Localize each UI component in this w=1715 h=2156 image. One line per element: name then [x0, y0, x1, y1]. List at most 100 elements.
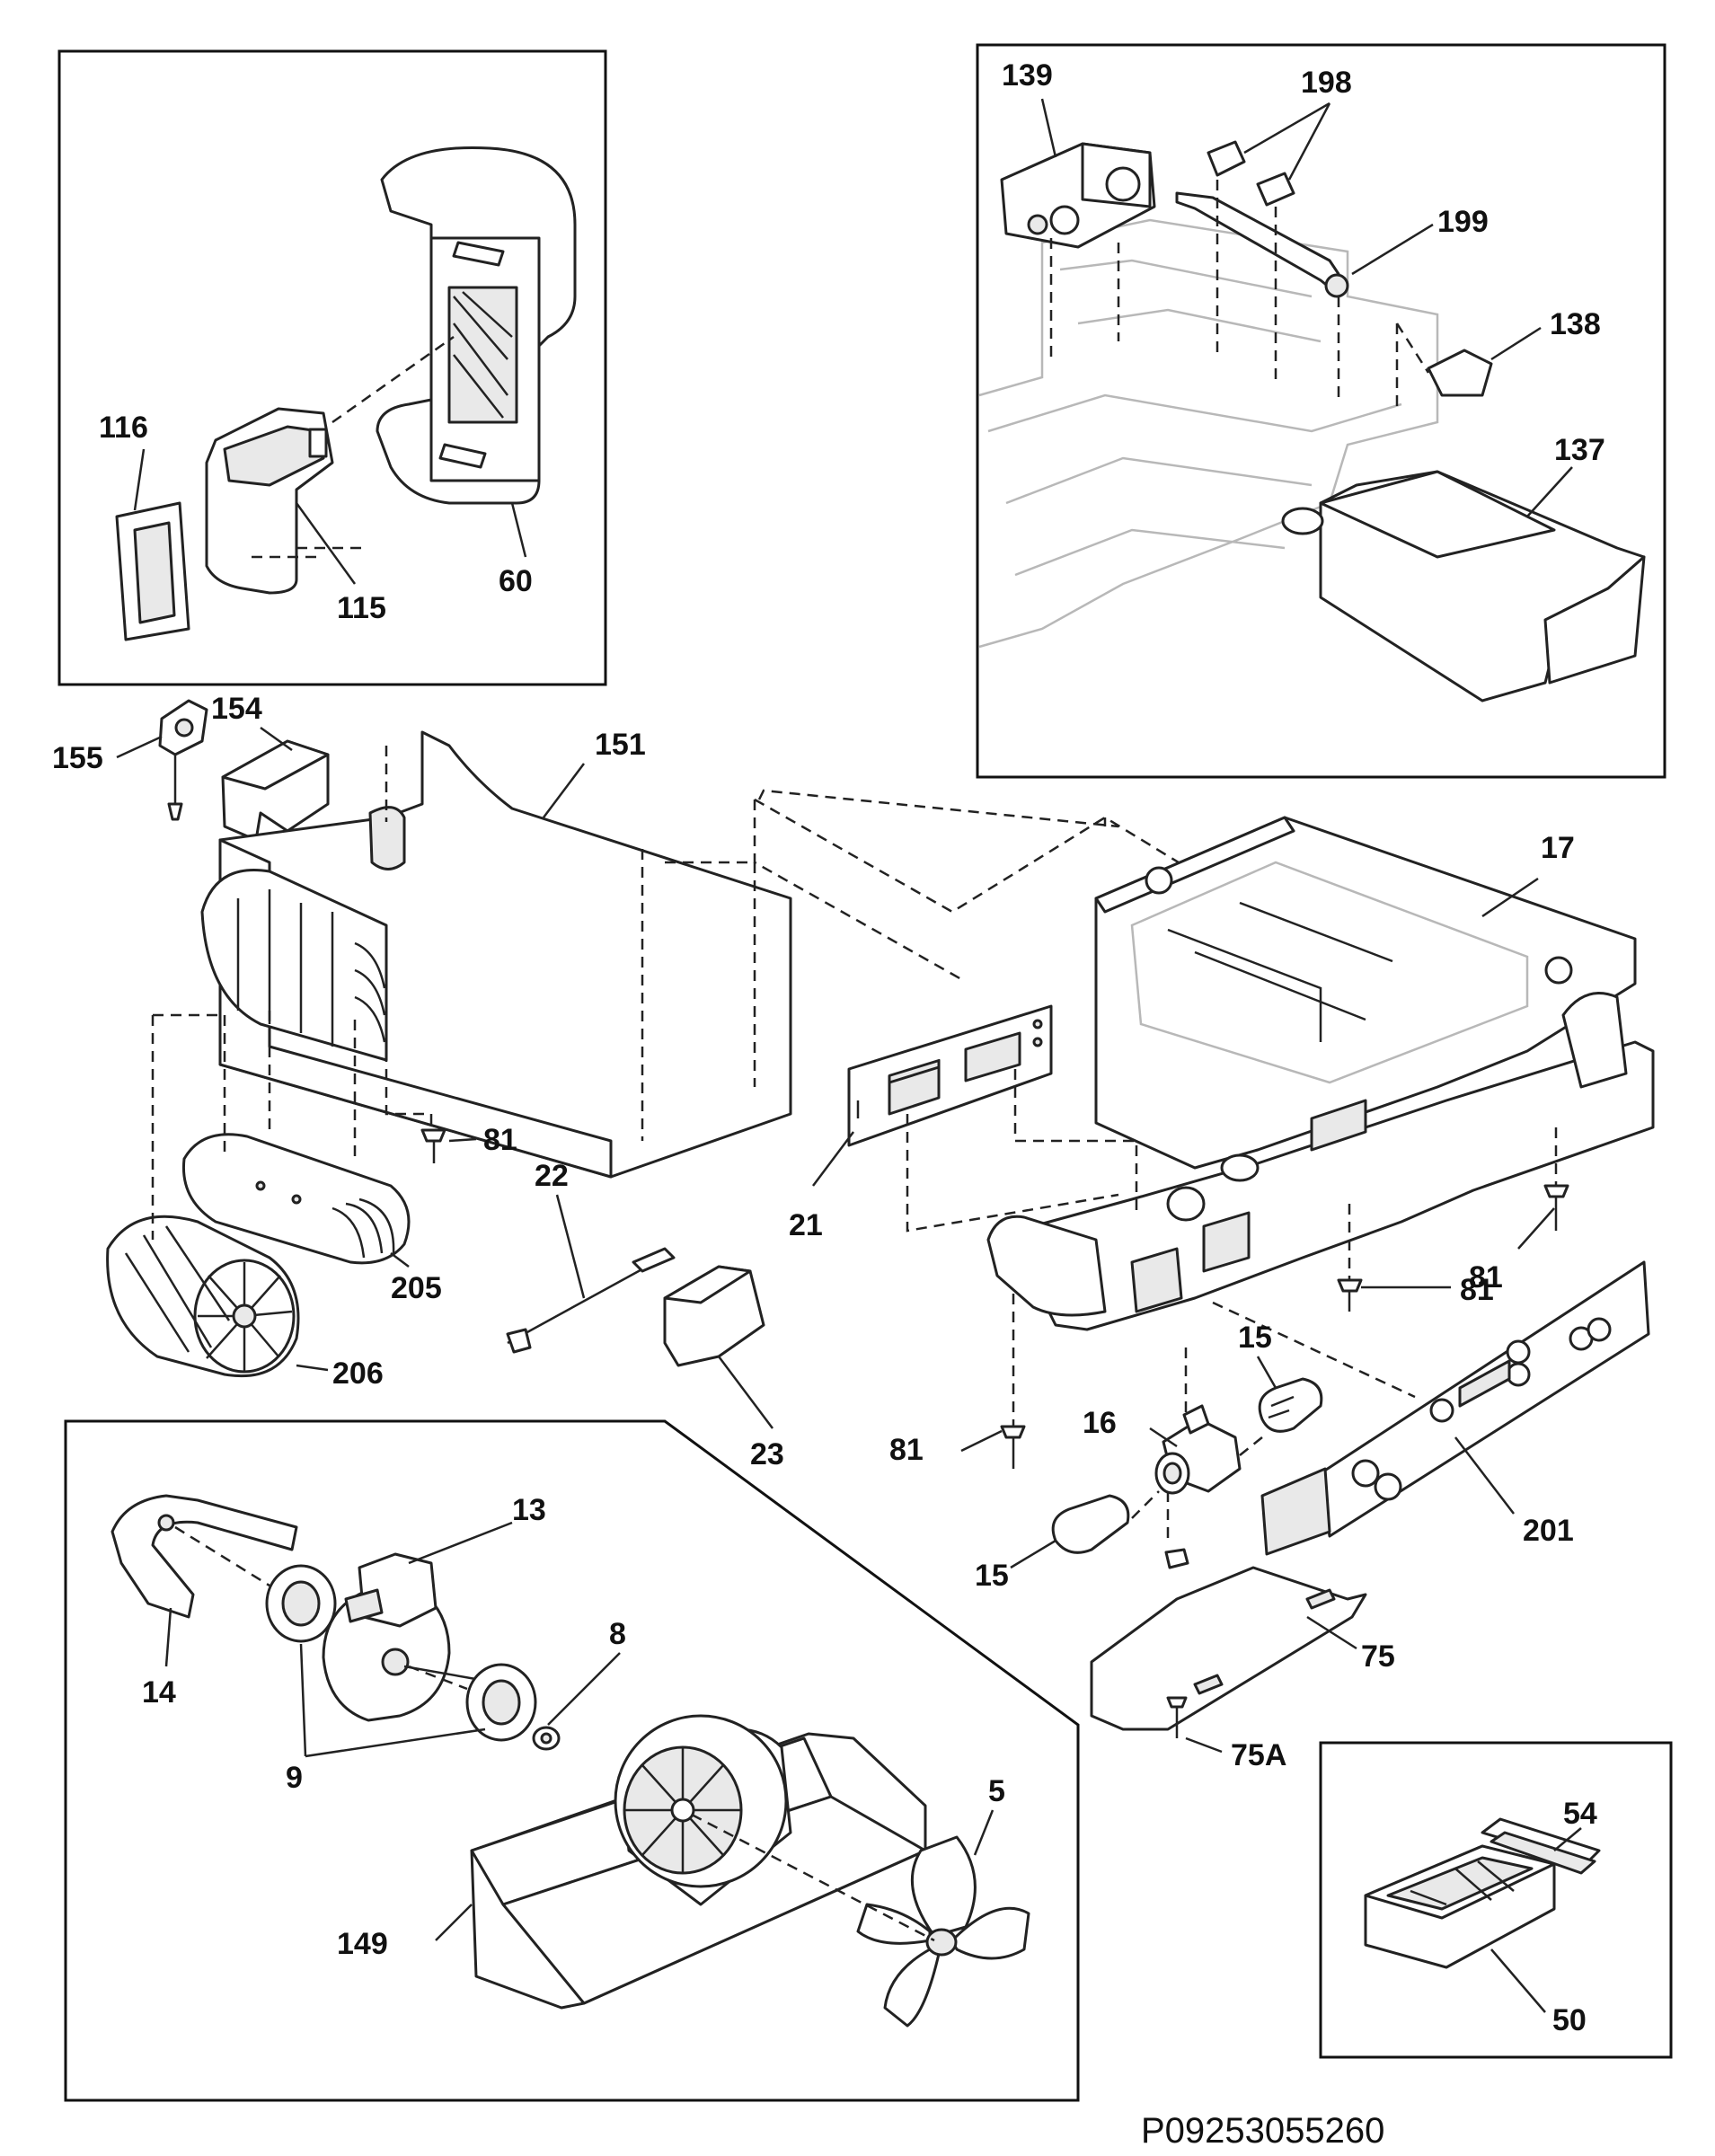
- part-9-grommet-b: [465, 1663, 537, 1742]
- assembly-lines-21: [906, 1069, 1138, 1233]
- leader-138: [1490, 326, 1542, 361]
- part-201-panel: [1260, 1260, 1650, 1556]
- part-17-housing: [986, 816, 1655, 1331]
- leader-23: [718, 1356, 774, 1429]
- leader-8: [547, 1652, 621, 1726]
- inset-box-top-left: [57, 49, 607, 686]
- part-149-fan-shroud: [470, 1714, 927, 2010]
- part-14-bracket: [111, 1494, 298, 1619]
- label-155: 155: [52, 741, 103, 775]
- leader-54: [1553, 1827, 1582, 1851]
- screw-81-a: [420, 1128, 446, 1163]
- diagram-code: P09253055260: [1141, 2111, 1384, 2151]
- part-205-fan-scroll: [181, 1133, 411, 1265]
- label-206: 206: [332, 1356, 384, 1391]
- part-8-nut: [532, 1726, 561, 1751]
- leader-75: [1306, 1615, 1357, 1650]
- leader-115: [295, 502, 357, 585]
- part-22-wire: [506, 1247, 676, 1354]
- label-60: 60: [499, 564, 533, 598]
- part-13-fan-motor: [322, 1552, 482, 1722]
- label-22: 22: [535, 1159, 569, 1193]
- leader-201: [1454, 1436, 1515, 1515]
- leader-205: [390, 1252, 410, 1268]
- assembly-lines-fan: [151, 1011, 433, 1240]
- leader-198: [1243, 102, 1331, 181]
- part-137-dispenser-cover: [1281, 470, 1646, 702]
- leader-206: [296, 1364, 329, 1372]
- part-21-display-board: [847, 1004, 1053, 1147]
- screw-75A: [1166, 1696, 1188, 1738]
- part-154-cover: [221, 739, 330, 842]
- leader-137: [1526, 466, 1573, 517]
- inset-box-bottom-left: [64, 1419, 1080, 2102]
- leader-81-a: [448, 1137, 477, 1143]
- part-75-cover: [1090, 1548, 1367, 1731]
- label-205: 205: [391, 1271, 442, 1305]
- part-54-strip: [1481, 1817, 1601, 1875]
- leader-50: [1490, 1948, 1546, 2013]
- leader-154: [260, 726, 293, 752]
- part-116-gasket: [115, 501, 190, 641]
- part-139-water-valve: [1000, 142, 1156, 249]
- label-154: 154: [211, 692, 262, 726]
- part-16-valve: [1154, 1404, 1242, 1495]
- label-21: 21: [789, 1208, 823, 1242]
- leader-75A: [1185, 1736, 1223, 1754]
- part-5-fan-blade: [856, 1835, 1030, 2028]
- label-137: 137: [1554, 433, 1605, 467]
- leader-60: [510, 502, 527, 558]
- leader-15-b: [1010, 1539, 1056, 1569]
- assembly-lines-lower-center: [1012, 1127, 1558, 1545]
- part-9-grommet-a: [265, 1564, 337, 1643]
- label-75: 75: [1361, 1639, 1395, 1674]
- screw-81-c: [1337, 1278, 1363, 1312]
- assembly-line-shaft: [691, 1813, 935, 1942]
- leader-13: [408, 1521, 513, 1565]
- leader-9: [299, 1643, 486, 1758]
- leader-81-d: [960, 1429, 1003, 1453]
- part-151-duct: [200, 730, 792, 1179]
- label-151: 151: [595, 728, 646, 762]
- leader-199: [1351, 223, 1434, 276]
- label-17: 17: [1541, 831, 1575, 865]
- label-50: 50: [1552, 2003, 1587, 2037]
- label-14: 14: [142, 1675, 176, 1710]
- part-15-bulb-b: [1051, 1494, 1130, 1554]
- label-116: 116: [99, 411, 148, 445]
- label-5: 5: [988, 1774, 1005, 1808]
- leader-116: [133, 448, 146, 511]
- label-15-b: 15: [975, 1559, 1009, 1593]
- assembly-lines-center: [753, 789, 1187, 981]
- label-15-a: 15: [1238, 1321, 1272, 1355]
- label-81-c: 81: [1460, 1273, 1494, 1307]
- part-198-clips: [1207, 140, 1295, 207]
- part-115-filter-head: [205, 407, 334, 595]
- part-206-fan-wheel: [106, 1215, 300, 1378]
- leader-151: [543, 763, 585, 818]
- label-139: 139: [1002, 58, 1053, 93]
- leader-17: [1481, 877, 1539, 918]
- leader-15-a: [1256, 1356, 1277, 1389]
- part-15-bulb-a: [1258, 1377, 1323, 1433]
- leader-16: [1149, 1427, 1178, 1448]
- leader-139: [1040, 98, 1057, 158]
- leader-5: [973, 1809, 995, 1856]
- label-81-a: 81: [483, 1123, 517, 1157]
- part-60-housing: [376, 146, 577, 505]
- label-8: 8: [609, 1617, 626, 1651]
- inset-box-bottom-right: [1319, 1741, 1673, 2059]
- part-138-bracket: [1427, 349, 1493, 397]
- label-198: 198: [1301, 66, 1352, 100]
- inset-box-top-right: [976, 43, 1666, 779]
- label-199: 199: [1437, 205, 1489, 239]
- label-23: 23: [750, 1437, 784, 1471]
- label-81-b: 81: [1469, 1260, 1503, 1294]
- part-199-harness: [1175, 191, 1349, 298]
- label-54: 54: [1563, 1797, 1597, 1831]
- leader-149: [435, 1904, 473, 1941]
- assembly-line-13-14: [174, 1525, 468, 1691]
- label-115: 115: [337, 591, 386, 625]
- leader-21: [812, 1131, 854, 1187]
